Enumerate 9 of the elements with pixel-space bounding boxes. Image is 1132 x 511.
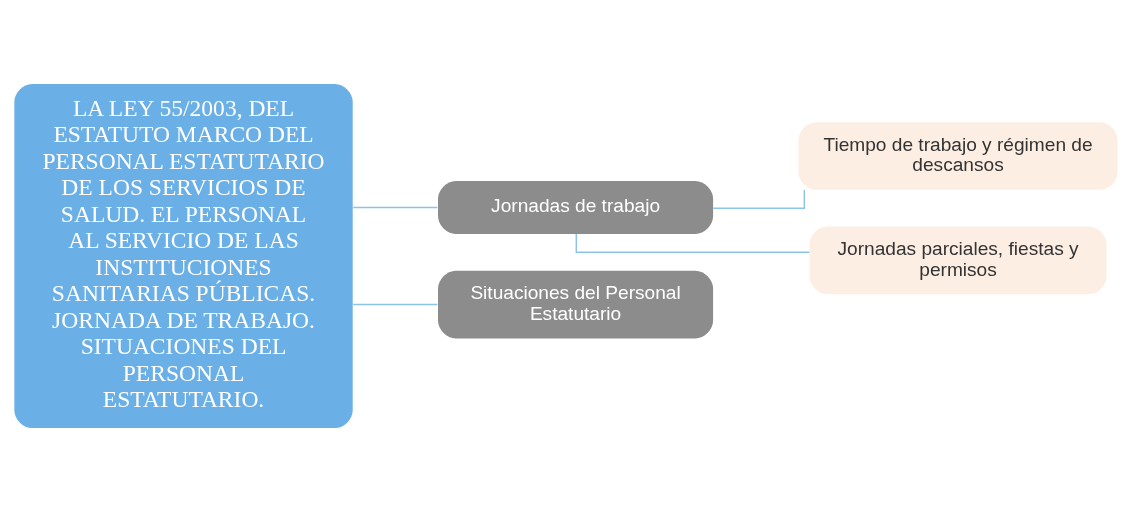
node-box: LA LEY 55/2003, DEL ESTATUTO MARCO DEL PERSONAL ESTATUTARIO DE LOS SERVICIOS DE SALUD. EL PERSONAL AL SERVICIO DE LAS INSTITUCIONES SANITARIAS PÚBLICAS. JORNADA DE TRABAJO. SITUACIONES DEL PERSONAL ESTATUTARIO. — [14, 83, 353, 428]
connector — [575, 232, 811, 253]
node-box: Tiempo de trabajo y régimen de descansos — [798, 121, 1118, 190]
connector — [352, 303, 439, 305]
node-box: Jornadas de trabajo — [438, 180, 714, 234]
node-box: Situaciones del Personal Estatutario — [438, 270, 714, 338]
connector — [352, 206, 439, 208]
node-box: Jornadas parciales, fiestas y permisos — [809, 226, 1107, 294]
connector — [712, 188, 806, 209]
